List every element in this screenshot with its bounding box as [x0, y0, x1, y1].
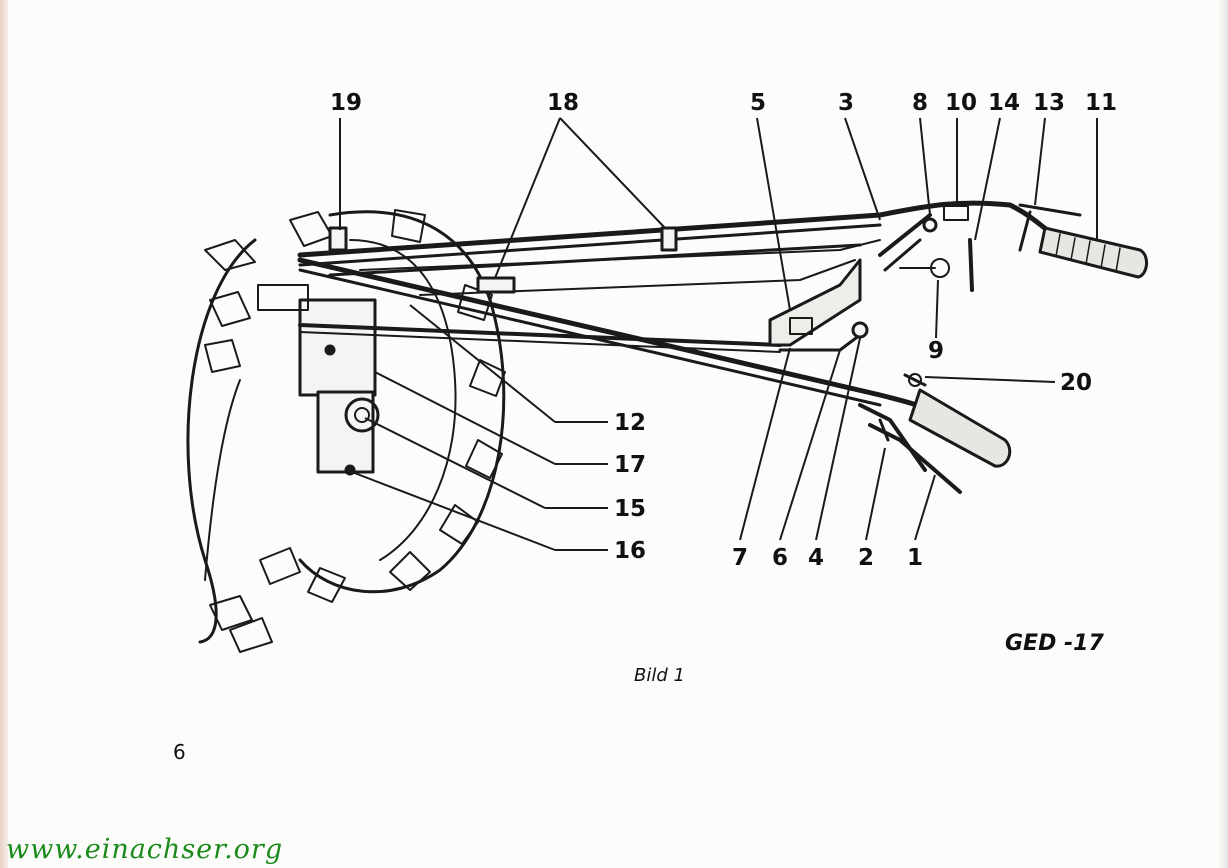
callout-16: 16: [614, 538, 646, 564]
leader-lines: [339, 117, 1098, 551]
callout-5: 5: [750, 90, 766, 116]
callout-12: 12: [614, 410, 646, 436]
callout-9: 9: [928, 338, 944, 364]
page-left-edge: [0, 0, 8, 868]
tire-rear: [186, 238, 301, 653]
callout-7: 7: [732, 545, 748, 571]
callout-4: 4: [808, 545, 824, 571]
callout-14: 14: [988, 90, 1020, 116]
callout-3: 3: [838, 90, 854, 116]
callout-1: 1: [907, 545, 923, 571]
callout-20: 20: [1060, 370, 1092, 396]
callout-15: 15: [614, 496, 646, 522]
callout-10: 10: [945, 90, 977, 116]
callout-8: 8: [912, 90, 928, 116]
callout-19: 19: [330, 90, 362, 116]
upper-grip: [1038, 226, 1148, 279]
callout-13: 13: [1033, 90, 1065, 116]
lower-grip: [858, 373, 1012, 494]
page-number: 6: [173, 740, 186, 764]
callout-labels: 19 18 5 3 8 10 14 13 11 9 20 12 17 15 16…: [330, 90, 1117, 571]
page-right-edge: [1218, 0, 1228, 868]
callout-11: 11: [1085, 90, 1117, 116]
callout-6: 6: [772, 545, 788, 571]
upper-controls: [878, 203, 1082, 292]
callout-18: 18: [547, 90, 579, 116]
callout-17: 17: [614, 452, 646, 478]
callout-2: 2: [858, 545, 874, 571]
figure-code: GED -17: [1005, 631, 1104, 656]
gear-housing: [257, 284, 380, 476]
watermark-url[interactable]: www.einachser.org: [6, 834, 284, 865]
figure-caption: Bild 1: [634, 665, 685, 686]
